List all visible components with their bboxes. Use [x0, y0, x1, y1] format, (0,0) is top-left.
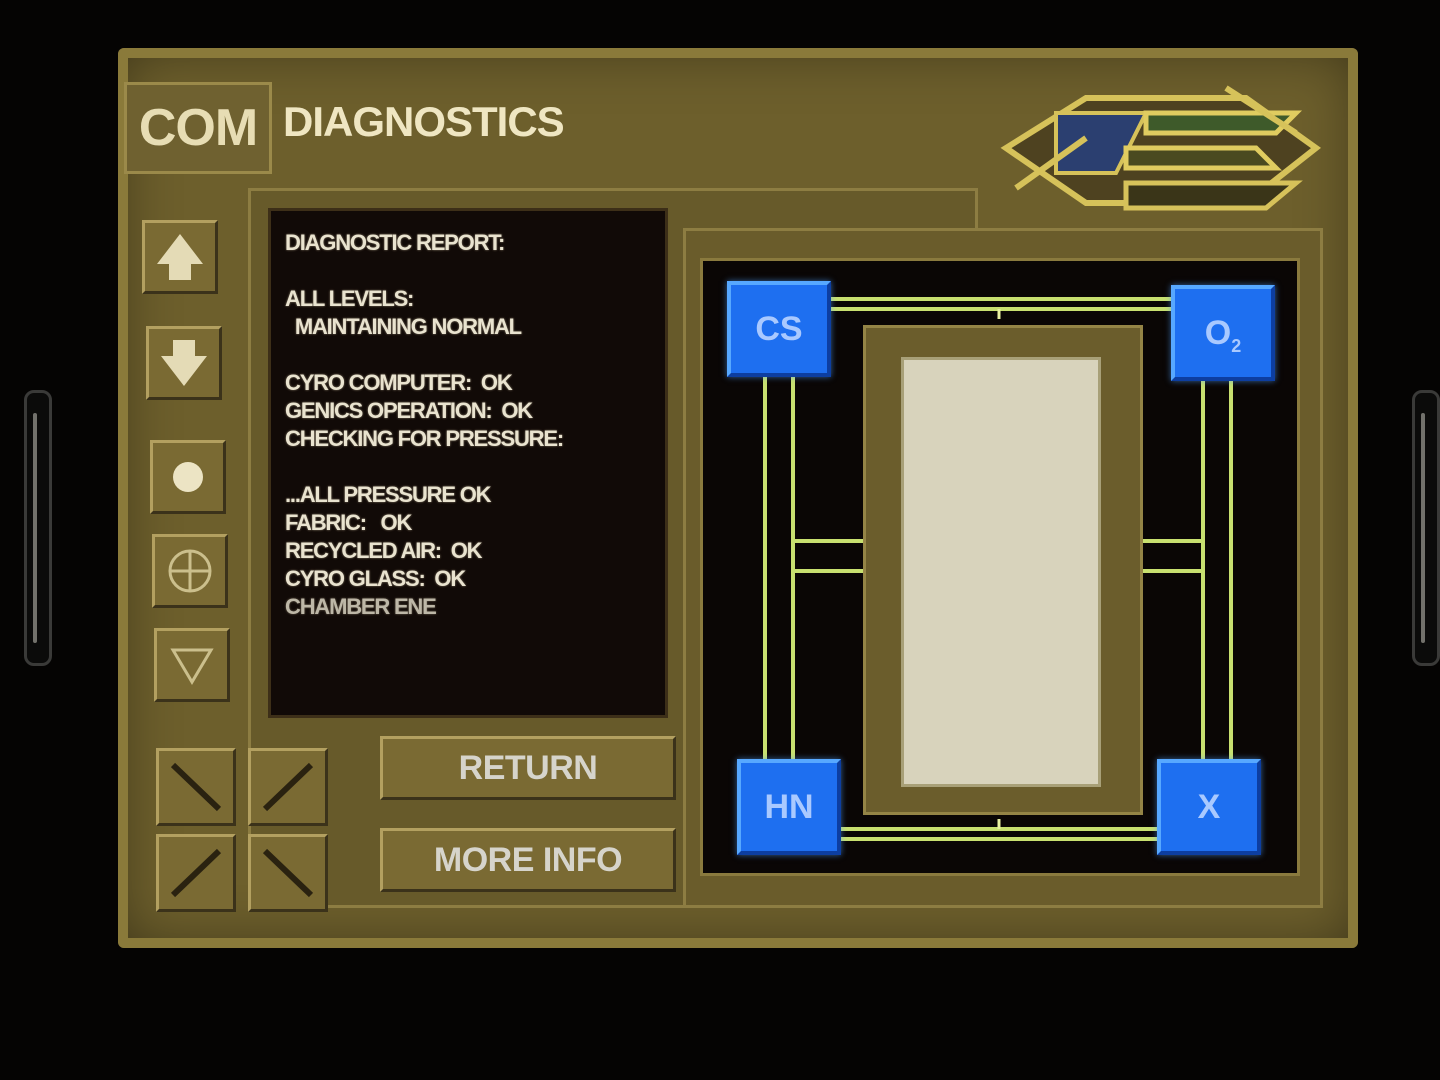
diag-bottom-left-button[interactable] — [156, 834, 236, 912]
node-o2-button[interactable]: O2 — [1171, 285, 1275, 381]
report-line: RECYCLED AIR: OK — [285, 538, 483, 563]
report-line: ...ALL PRESSURE OK — [285, 482, 492, 507]
node-hn-label: HN — [764, 788, 814, 826]
chamber-window — [901, 357, 1101, 787]
node-cs-label: CS — [755, 310, 803, 348]
bezel-clip-left — [24, 390, 52, 666]
report-line: CHECKING FOR PRESSURE: — [285, 426, 564, 451]
node-x-button[interactable]: X — [1157, 759, 1261, 855]
target-button[interactable] — [152, 534, 228, 608]
node-o2-label: O — [1204, 314, 1232, 352]
report-line: MAINTAINING NORMAL — [285, 314, 522, 339]
diag-top-left-button[interactable] — [156, 748, 236, 826]
chamber-display: CS O2 HN X — [700, 258, 1300, 876]
up-arrow-icon — [157, 234, 203, 280]
report-line: CYRO COMPUTER: OK — [285, 370, 513, 395]
diagnostics-screen: COM DIAGNOSTICS DIAGNOSTIC REPORT: ALL L… — [118, 48, 1358, 948]
return-button[interactable]: RETURN — [380, 736, 676, 800]
bezel-clip-right — [1412, 390, 1440, 666]
pipe-network — [763, 297, 1233, 841]
report-line: GENICS OPERATION: OK — [285, 398, 533, 423]
page-title: DIAGNOSTICS — [283, 98, 565, 145]
arrow-bottom-left-icon — [262, 762, 314, 812]
diag-top-right-button[interactable] — [248, 748, 328, 826]
report-line: DIAGNOSTIC REPORT: — [285, 230, 505, 255]
node-cs-button[interactable]: CS — [727, 281, 831, 377]
arrow-top-left-icon — [170, 762, 222, 812]
report-line: CYRO GLASS: OK — [285, 566, 466, 591]
emblem-logo — [1000, 85, 1322, 211]
node-o2-subscript: 2 — [1231, 335, 1242, 356]
scroll-up-button[interactable] — [142, 220, 218, 294]
report-line — [285, 257, 655, 285]
node-x-label: X — [1197, 788, 1221, 826]
diagnostic-report: DIAGNOSTIC REPORT: ALL LEVELS: MAINTAINI… — [268, 208, 668, 718]
dot-icon — [173, 462, 203, 492]
diag-bottom-right-button[interactable] — [248, 834, 328, 912]
page-down-button[interactable] — [154, 628, 230, 702]
report-line: FABRIC: OK — [285, 510, 412, 535]
report-line — [285, 453, 655, 481]
report-line: CHAMBER ENE — [285, 594, 437, 619]
select-button[interactable] — [150, 440, 226, 514]
down-arrow-icon — [161, 340, 207, 386]
node-hn-button[interactable]: HN — [737, 759, 841, 855]
arrow-bottom-left-icon — [170, 848, 222, 898]
com-label: COM — [124, 82, 272, 174]
report-line — [285, 341, 655, 369]
report-line: ALL LEVELS: — [285, 286, 414, 311]
more-info-button[interactable]: MORE INFO — [380, 828, 676, 892]
scroll-down-button[interactable] — [146, 326, 222, 400]
crosshair-icon — [168, 549, 212, 593]
outline-down-triangle-icon — [170, 648, 214, 685]
arrow-top-left-icon — [262, 848, 314, 898]
